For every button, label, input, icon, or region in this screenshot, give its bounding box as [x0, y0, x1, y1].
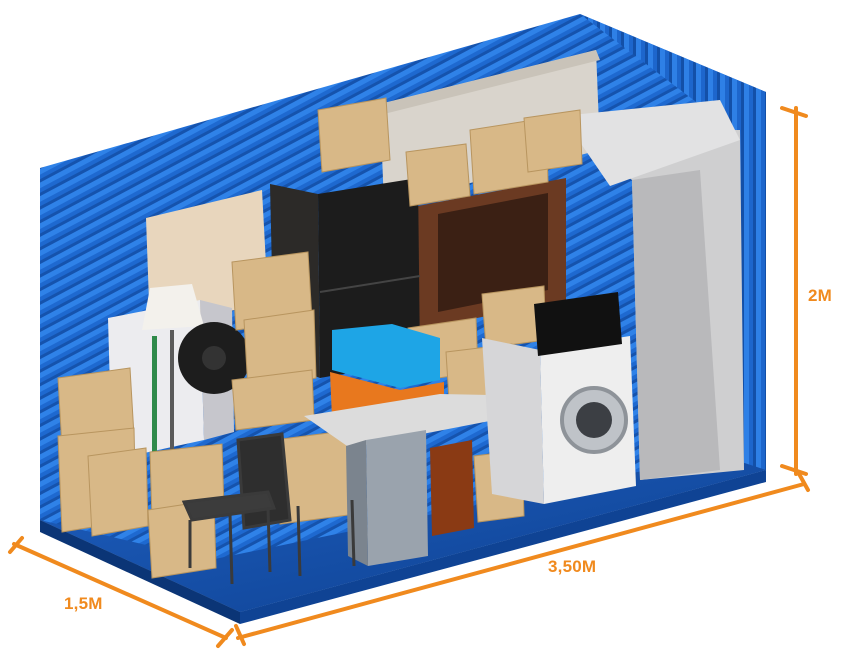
microwave	[534, 292, 622, 356]
height-dimension-line	[780, 106, 808, 476]
shelving-inner	[438, 193, 548, 312]
brown-luggage	[430, 440, 474, 536]
table-top	[304, 394, 540, 448]
filing-cabinet-side	[346, 440, 368, 566]
filing-cabinet	[366, 430, 428, 566]
washing-machine-side	[482, 338, 544, 504]
height-label: 2M	[808, 286, 833, 305]
blue-suitcase	[332, 324, 440, 388]
sofa-seat	[632, 170, 720, 480]
sofa-back	[562, 100, 740, 186]
floor-edge-front	[240, 470, 766, 624]
lamp-pole	[170, 330, 174, 460]
lamp-shade	[142, 284, 204, 330]
depth-dimension-line	[8, 536, 234, 648]
floor-edge	[40, 520, 240, 624]
stacked-chairs	[181, 432, 356, 585]
coat-rack	[152, 336, 157, 456]
headboard-top	[380, 50, 600, 114]
width-dimension-line	[234, 470, 810, 646]
width-label: 3,50M	[548, 557, 597, 576]
depth-label: 1,5M	[64, 594, 103, 613]
